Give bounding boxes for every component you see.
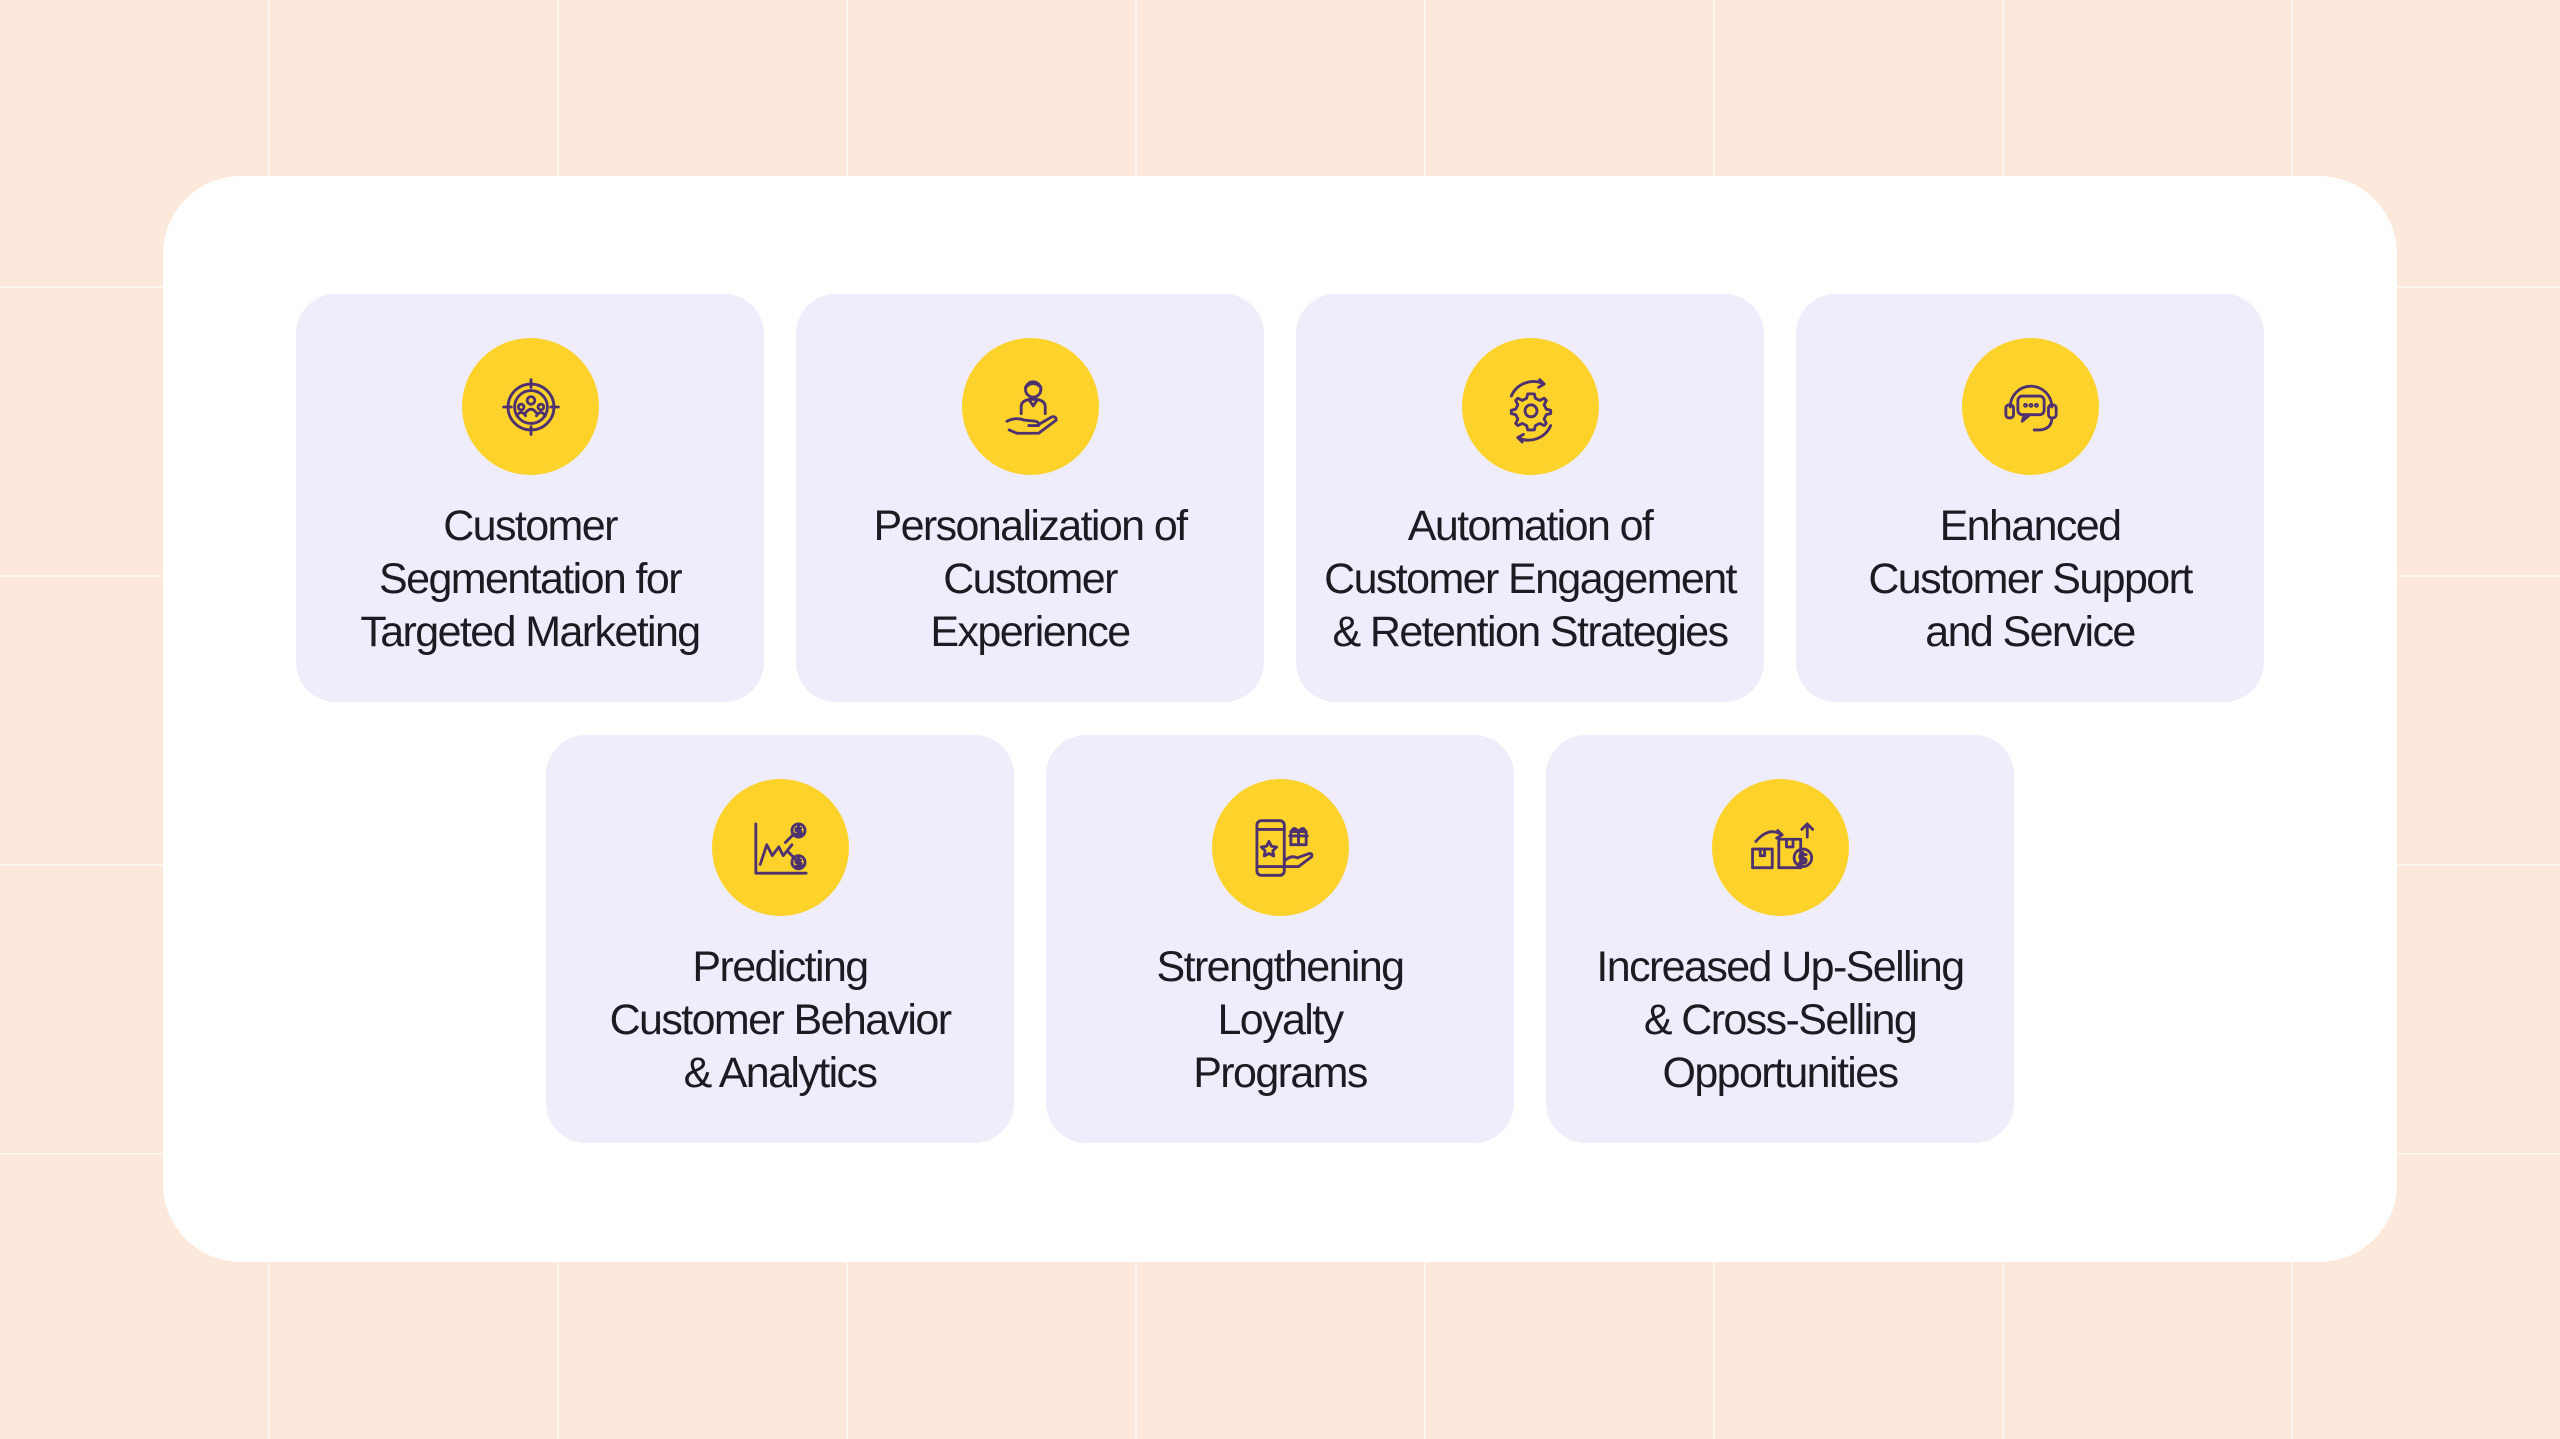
icon-badge bbox=[1962, 338, 2099, 475]
card-label: Enhanced Customer Support and Service bbox=[1868, 502, 2193, 656]
card-label: Increased Up-Selling & Cross-Selling Opp… bbox=[1596, 943, 1965, 1097]
icon-badge bbox=[1712, 779, 1849, 916]
card-upselling: Increased Up-Selling & Cross-Selling Opp… bbox=[1546, 735, 2014, 1143]
icon-badge bbox=[462, 338, 599, 475]
card-label: Automation of Customer Engagement & Rete… bbox=[1324, 502, 1737, 656]
card-label: Customer Segmentation for Targeted Marke… bbox=[360, 502, 701, 656]
card-label: Personalization of Customer Experience bbox=[873, 502, 1188, 656]
person-in-hand-icon bbox=[1005, 379, 1058, 435]
content-panel: Customer Segmentation for Targeted Marke… bbox=[163, 176, 2397, 1262]
card-personalization: Personalization of Customer Experience bbox=[796, 294, 1264, 702]
target-audience-icon bbox=[501, 377, 560, 436]
card-customer-segmentation: Customer Segmentation for Targeted Marke… bbox=[296, 294, 764, 702]
icon-badge bbox=[1462, 338, 1599, 475]
card-label: Predicting Customer Behavior & Analytics bbox=[609, 943, 952, 1097]
icon-badge bbox=[1212, 779, 1349, 916]
card-predicting-behavior: Predicting Customer Behavior & Analytics bbox=[546, 735, 1014, 1143]
headset-chat-icon bbox=[2003, 384, 2058, 431]
card-automation: Automation of Customer Engagement & Rete… bbox=[1296, 294, 1764, 702]
boxes-arrow-dollar-icon bbox=[1750, 822, 1814, 869]
chart-dollar-icon bbox=[753, 822, 808, 875]
card-loyalty-programs: Strengthening Loyalty Programs bbox=[1046, 735, 1514, 1143]
phone-star-gift-icon bbox=[1255, 818, 1313, 877]
gear-cycle-icon bbox=[1509, 377, 1552, 443]
card-customer-support: Enhanced Customer Support and Service bbox=[1796, 294, 2264, 702]
icon-badge bbox=[712, 779, 849, 916]
card-label: Strengthening Loyalty Programs bbox=[1156, 943, 1406, 1097]
icon-badge bbox=[962, 338, 1099, 475]
